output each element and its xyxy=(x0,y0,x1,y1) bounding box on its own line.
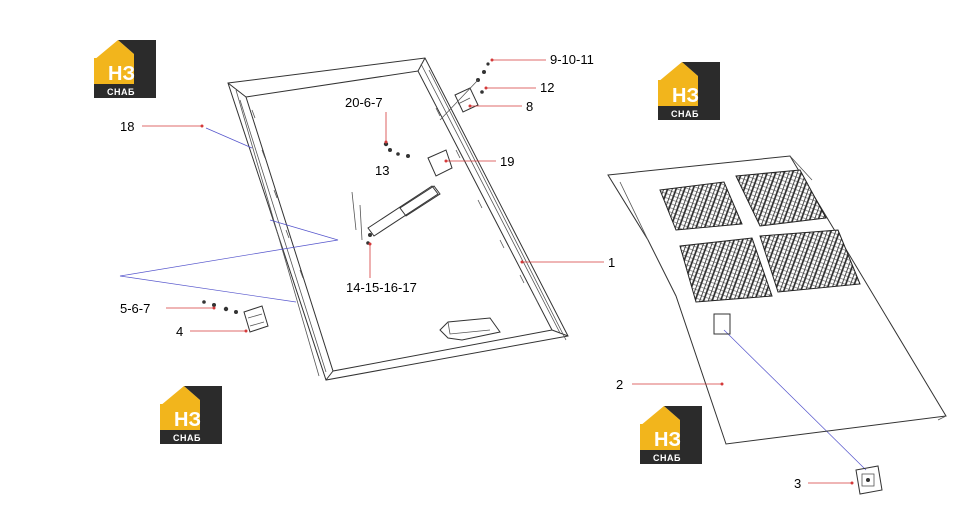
svg-text:СНАБ: СНАБ xyxy=(653,453,681,463)
top-hinge-assembly xyxy=(439,62,490,121)
callout-12: 12 xyxy=(540,80,554,95)
callout-20-6-7: 20-6-7 xyxy=(345,95,383,110)
svg-text:НЗ: НЗ xyxy=(654,429,681,451)
svg-text:СНАБ: СНАБ xyxy=(107,87,135,97)
gas-strut-assembly xyxy=(351,141,453,245)
callout-labels: 9-10-11 12 8 20-6-7 18 13 19 1 14-15-16-… xyxy=(120,52,801,491)
assembly-guide-lines xyxy=(119,127,867,471)
callout-18: 18 xyxy=(120,119,134,134)
callout-13: 13 xyxy=(375,163,389,178)
callout-19: 19 xyxy=(500,154,514,169)
callout-14-15-16-17: 14-15-16-17 xyxy=(346,280,417,295)
svg-text:НЗ: НЗ xyxy=(108,63,135,85)
svg-text:СНАБ: СНАБ xyxy=(173,433,201,443)
brand-logo: НЗ СНАБ xyxy=(658,62,720,120)
panel-assembly xyxy=(607,155,947,445)
brand-logo: НЗ СНАБ xyxy=(94,40,156,98)
callout-1: 1 xyxy=(608,255,615,270)
svg-text:СНАБ: СНАБ xyxy=(671,109,699,119)
brand-logo: НЗ СНАБ xyxy=(160,386,222,444)
callout-8: 8 xyxy=(526,99,533,114)
callout-2: 2 xyxy=(616,377,623,392)
callout-3: 3 xyxy=(794,476,801,491)
brand-logo: НЗ СНАБ xyxy=(640,406,702,464)
svg-text:НЗ: НЗ xyxy=(174,409,201,431)
lower-hinge-assembly xyxy=(202,300,269,333)
callout-5-6-7: 5-6-7 xyxy=(120,301,150,316)
callout-9-10-11: 9-10-11 xyxy=(550,52,594,67)
leader-lines xyxy=(142,58,854,485)
svg-text:НЗ: НЗ xyxy=(672,85,699,107)
latch xyxy=(855,465,883,495)
frame-assembly xyxy=(227,57,569,381)
callout-4: 4 xyxy=(176,324,183,339)
